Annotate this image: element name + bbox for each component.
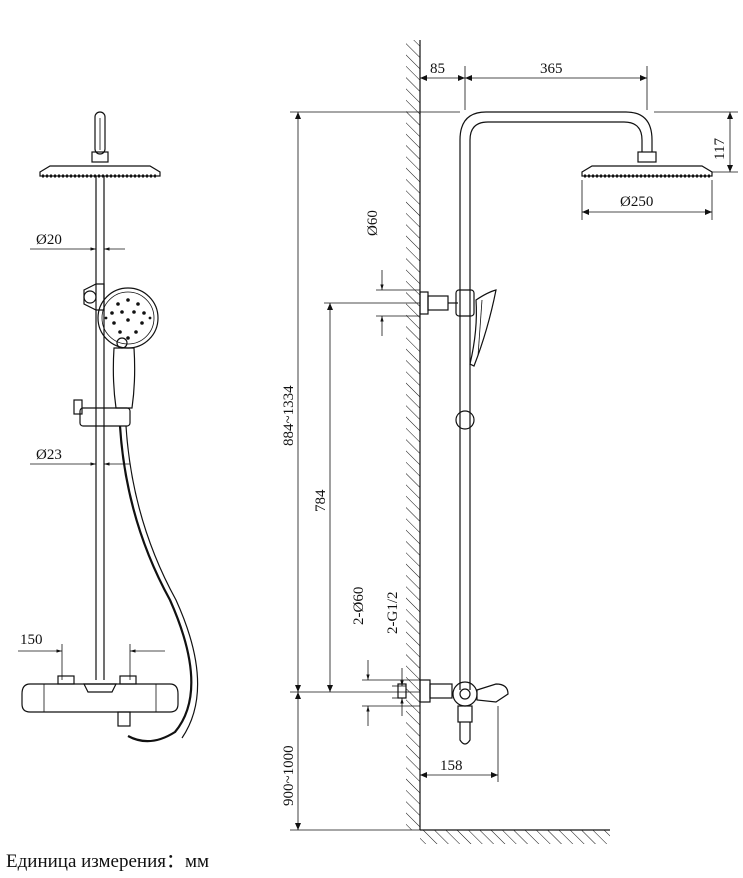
rod-diameter-label: Ø20: [36, 232, 62, 248]
front-view: [21, 111, 199, 743]
inlet-flanges-label: 2-Ø60: [351, 587, 367, 625]
wall-offset-label: 85: [430, 61, 445, 77]
spout-reach-label: 158: [440, 758, 463, 774]
head-diameter-label: Ø250: [620, 194, 653, 210]
total-height-label: 884~1334: [281, 385, 297, 446]
head-height-label: 117: [712, 138, 728, 160]
side-view: [397, 40, 713, 844]
unit-caption: Единица измерения：мм: [6, 851, 210, 872]
floor-height-label: 900~1000: [281, 745, 297, 806]
mixer-width-label: 150: [20, 632, 43, 648]
hose-diameter-label: Ø23: [36, 447, 62, 463]
arm-length-label: 365: [540, 61, 563, 77]
front-dimensions: Ø20 Ø23 150: [18, 232, 165, 680]
side-dimensions: 85 365 117 Ø250 Ø60 884~1334 784: [281, 61, 738, 831]
floor: [420, 830, 610, 844]
wall: [406, 40, 420, 830]
spray-nozzles: [104, 298, 152, 340]
bracket-height-label: 784: [313, 489, 329, 512]
inlet-thread-label: 2-G1/2: [385, 592, 401, 635]
flange-diameter-label: Ø60: [365, 210, 381, 236]
